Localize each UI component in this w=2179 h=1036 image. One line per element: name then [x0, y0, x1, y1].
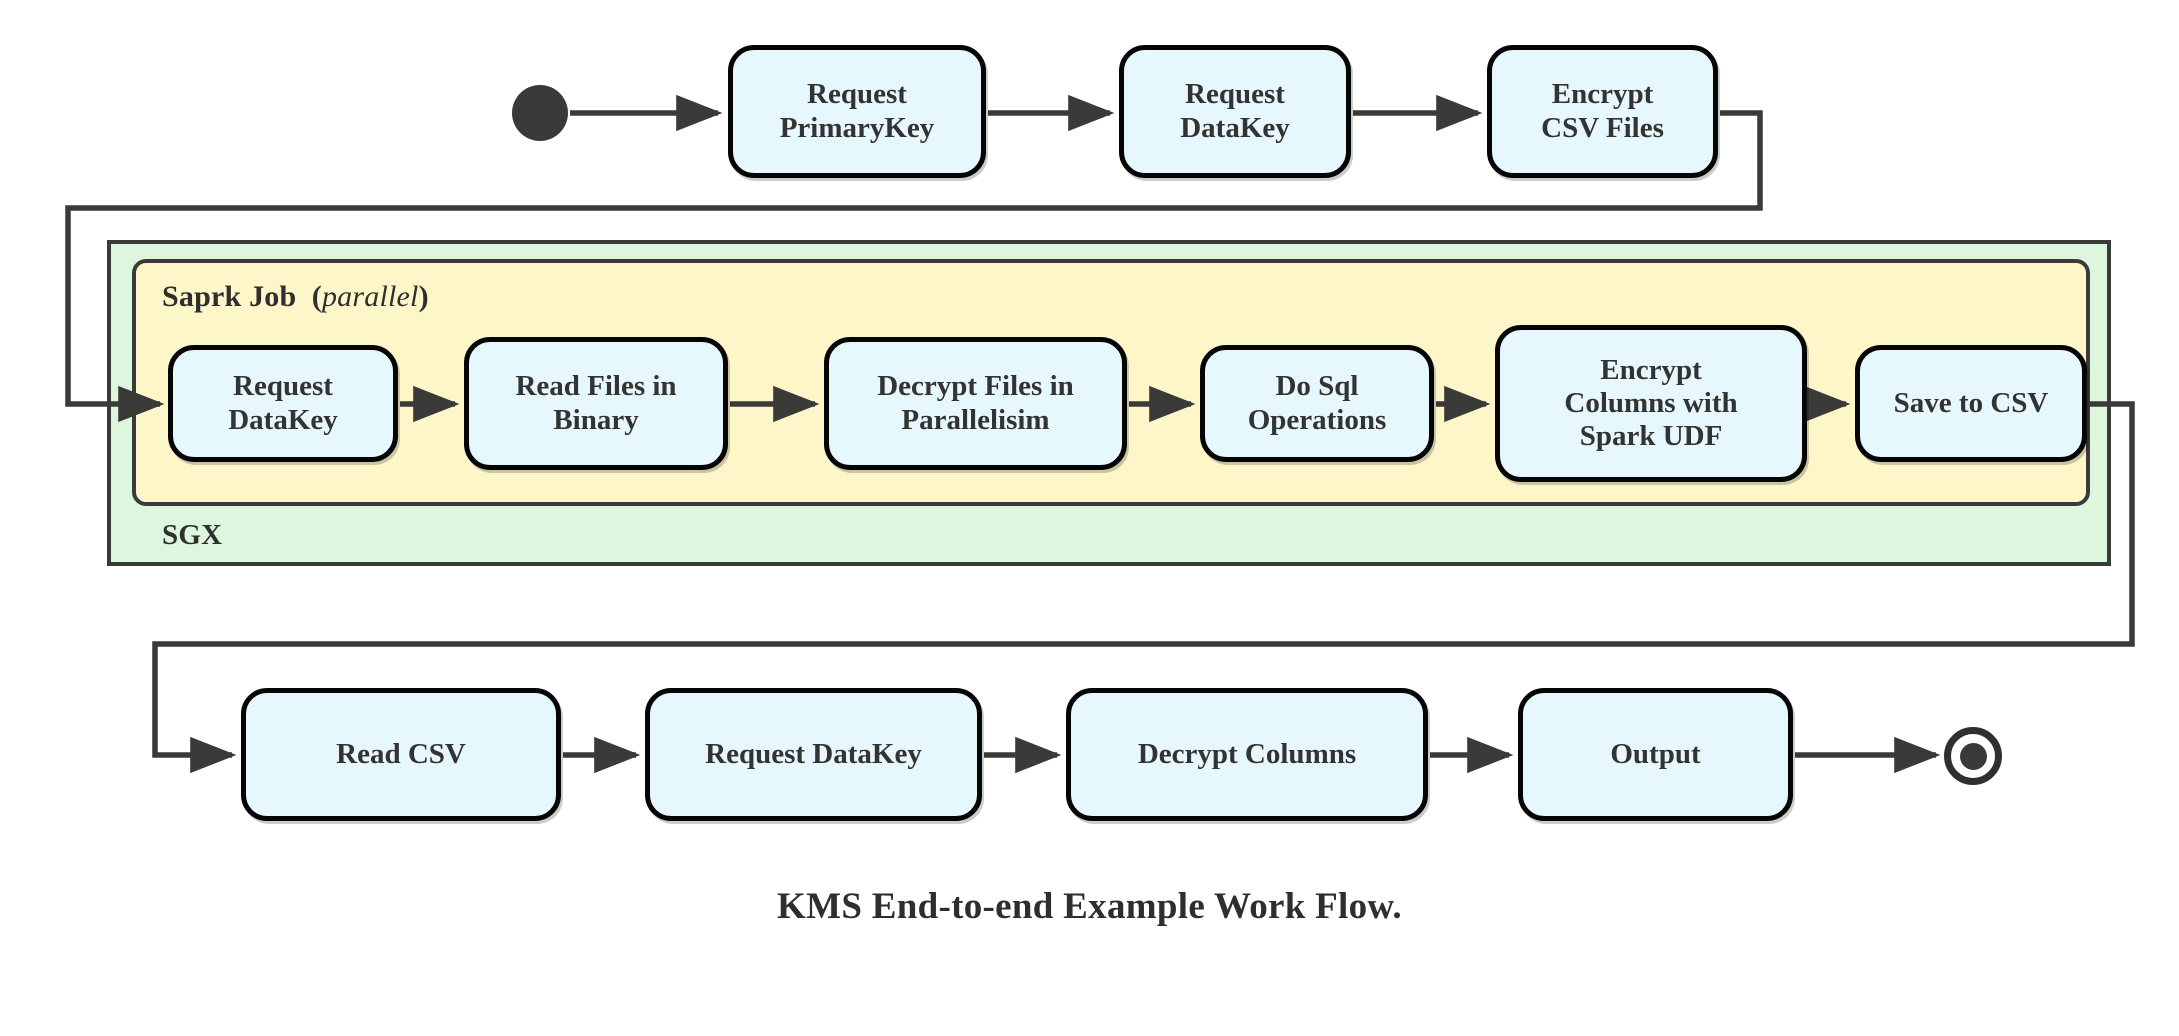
node-read-files-in-binary[interactable]: Read Files in Binary: [464, 337, 728, 470]
node-line: Encrypt: [1551, 78, 1654, 111]
node-line: Request: [233, 370, 333, 403]
node-do-sql-operations[interactable]: Do Sql Operations: [1200, 345, 1434, 462]
sgx-label: SGX: [162, 519, 223, 551]
node-line: Binary: [553, 403, 639, 436]
node-request-datakey-bottom[interactable]: Request DataKey: [645, 688, 982, 821]
node-line: Request: [1185, 78, 1285, 111]
node-encrypt-columns-with-spark-udf[interactable]: Encrypt Columns with Spark UDF: [1495, 325, 1807, 482]
node-request-primarykey[interactable]: Request PrimaryKey: [728, 45, 986, 178]
node-line: Decrypt Files in: [877, 370, 1074, 403]
node-line: Do Sql: [1275, 370, 1359, 403]
node-line: Request: [807, 78, 907, 111]
node-line: Decrypt Columns: [1137, 737, 1357, 770]
node-line: Output: [1610, 737, 1701, 770]
node-line: Columns with: [1564, 386, 1738, 419]
node-request-datakey-top[interactable]: Request DataKey: [1119, 45, 1351, 178]
node-line: DataKey: [1180, 111, 1290, 144]
node-output[interactable]: Output: [1518, 688, 1793, 821]
node-line: Encrypt: [1600, 353, 1702, 386]
node-encrypt-csv-files[interactable]: Encrypt CSV Files: [1487, 45, 1718, 178]
spark-job-label: Saprk Job (parallel): [162, 280, 429, 314]
node-line: Read Files in: [515, 370, 677, 403]
node-line: DataKey: [228, 403, 338, 436]
end-node-inner-dot: [1959, 742, 1987, 770]
node-line: Save to CSV: [1893, 386, 2049, 419]
spark-job-paren-open: (: [311, 280, 322, 313]
node-line: Parallelisim: [901, 403, 1050, 436]
node-request-datakey-spark[interactable]: Request DataKey: [168, 345, 398, 462]
spark-job-label-text: Saprk Job: [162, 280, 297, 313]
spark-job-label-modifier: parallel: [321, 280, 419, 313]
node-save-to-csv[interactable]: Save to CSV: [1855, 345, 2087, 462]
node-decrypt-files-in-parallelisim[interactable]: Decrypt Files in Parallelisim: [824, 337, 1127, 470]
node-line: Request DataKey: [705, 737, 922, 770]
node-line: Spark UDF: [1579, 420, 1723, 453]
node-line: Operations: [1247, 403, 1387, 436]
spark-job-paren-close: ): [418, 280, 429, 313]
node-line: PrimaryKey: [779, 111, 935, 144]
end-node-icon: [1944, 727, 2002, 785]
node-line: CSV Files: [1541, 111, 1664, 144]
figure-caption: KMS End-to-end Example Work Flow.: [777, 886, 1402, 927]
start-node-icon: [512, 85, 568, 141]
node-decrypt-columns[interactable]: Decrypt Columns: [1066, 688, 1428, 821]
node-line: Read CSV: [336, 737, 466, 770]
node-read-csv[interactable]: Read CSV: [241, 688, 561, 821]
